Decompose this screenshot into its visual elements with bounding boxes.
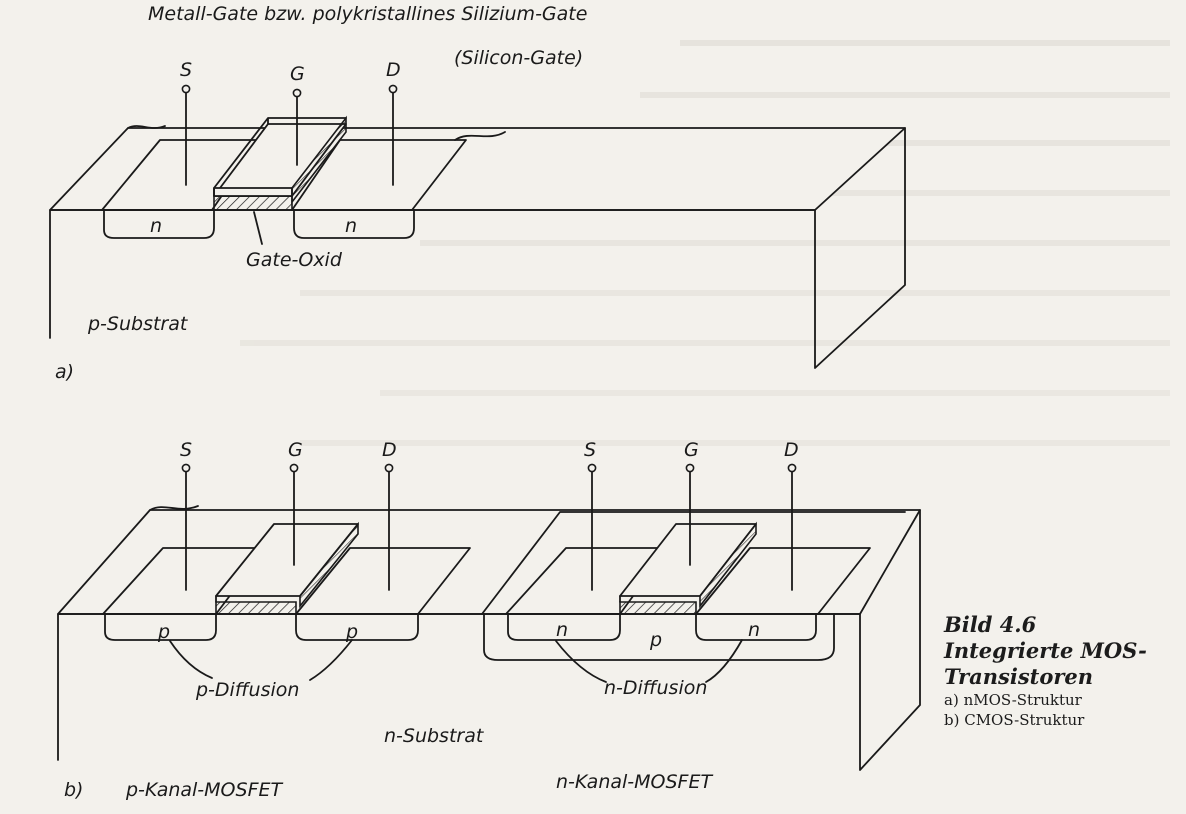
gate-oxide-b-right [619,601,697,615]
source-label-b-right: S [584,439,596,461]
gate-label-a: G [290,63,305,85]
n-diffusion-label: n-Diffusion [604,677,707,699]
n-kanal-caption: n-Kanal-MOSFET [556,771,713,793]
drain-label-b-right: D [784,439,799,461]
terminal-leads-b-left [181,463,394,591]
p-right-label-b: p [345,621,358,643]
p-left-label-b: p [157,621,170,643]
gate-side-a [291,115,347,205]
source-label-a: S [180,59,192,81]
figure-b-cmos: S G D p p p-Diffusion S G D n p n n-Diff… [57,439,921,801]
gate-oxide-b-left [215,601,297,615]
n-well-right-b [695,613,817,641]
caption-item-b: b) CMOS-Struktur [944,711,1085,729]
gate-oxide-leader-a [253,211,263,245]
substrate-label-a: p-Substrat [87,313,189,335]
n-diffusion-leader-2 [705,639,743,683]
caption-title-line2: Integrierte MOS- [944,638,1147,663]
drain-region-b-right [695,547,871,615]
caption-title-line3: Transistoren [944,664,1094,689]
p-well-boundary [483,613,835,661]
source-label-b-left: S [180,439,192,461]
p-well-left-b [104,613,217,641]
n-left-label-a: n [150,215,162,237]
p-diffusion-leader-2 [309,639,353,681]
break-edge-a2 [454,131,506,141]
figure-a-nmos: Metall-Gate bzw. polykristallines Silizi… [49,3,906,383]
panel-label-b: b) [64,779,83,801]
n-diffusion-leader-1 [555,640,607,683]
drain-region-a [291,139,467,211]
break-edge-b [149,505,199,511]
gate-oxide-a [213,195,293,211]
gate-side-b-left [299,521,359,609]
gate-oxide-label-a: Gate-Oxid [246,249,343,271]
break-edge-a [127,125,166,129]
drain-label-b-left: D [382,439,397,461]
substrate-label-b: n-Substrat [384,725,485,747]
gate-label-b-left: G [288,439,303,461]
n-well-left-a [103,209,215,239]
drain-label-a: D [386,59,401,81]
drain-region-b-left [295,547,471,615]
gate-front-a [213,187,293,197]
p-diffusion-label: p-Diffusion [195,679,299,701]
panel-label-a: a) [55,361,74,383]
n-well-right-a [293,209,415,239]
silicon-gate-label: (Silicon-Gate) [454,47,583,69]
gate-side-b-right [699,521,757,609]
n-right-label-a: n [345,215,357,237]
n-well-left-b [507,613,621,641]
gate-label-b-right: G [684,439,699,461]
terminal-leads-a [181,84,398,186]
n-right-label-b: n [748,619,760,641]
p-well-label-b: p [649,629,662,651]
p-well-right-b [295,613,419,641]
substrate-block-b [57,509,921,615]
n-left-label-b: n [556,619,568,641]
terminal-leads-b-right [587,463,797,591]
p-kanal-caption: p-Kanal-MOSFET [125,779,284,801]
p-diffusion-leader-1 [169,640,213,679]
p-well-region-top [481,511,906,615]
gate-material-label: Metall-Gate bzw. polykristallines Silizi… [148,3,587,25]
caption-title-line1: Bild 4.6 [944,612,1037,637]
figure-caption: Bild 4.6 Integrierte MOS- Transistoren a… [944,612,1184,730]
caption-item-a: a) nMOS-Struktur [944,691,1082,709]
gate-edge-a [213,117,347,197]
